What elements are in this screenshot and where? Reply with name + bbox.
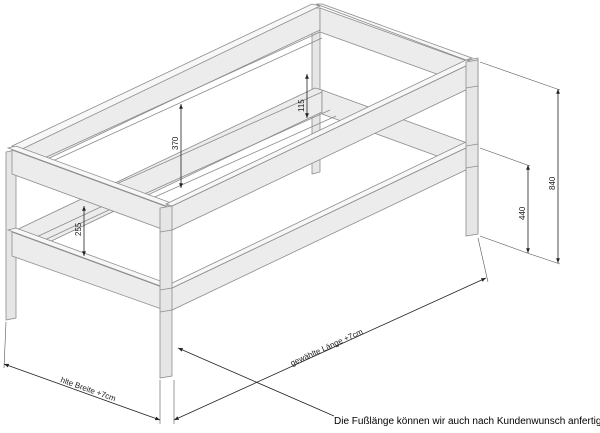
front-corner-post — [159, 205, 173, 379]
dimension-440-label: 440 — [518, 206, 527, 220]
dimension-115: 115 — [297, 74, 309, 118]
dimension-370-label: 370 — [171, 136, 180, 150]
dimension-840-label: 840 — [548, 176, 557, 190]
dimension-width-label: hlte Breite +7cm — [59, 375, 117, 403]
inner-slat-rails — [29, 31, 337, 245]
left-lower-rail — [6, 227, 176, 313]
right-top-rail — [315, 3, 474, 87]
dimension-255: 255 — [74, 206, 86, 256]
dimension-840: 840 — [479, 61, 561, 265]
note-leader: Die Fußlänge können wir auch nach Kunden… — [177, 347, 600, 427]
right-front-post — [465, 59, 479, 237]
dimension-370: 370 — [171, 104, 183, 188]
dimension-width: hlte Breite +7cm — [3, 321, 161, 424]
dimension-255-label: 255 — [74, 222, 83, 236]
back-top-rail — [11, 3, 322, 173]
dimension-115-label: 115 — [297, 99, 306, 112]
custom-length-note: Die Fußlänge können wir auch nach Kunden… — [334, 416, 600, 427]
dimension-440: 440 — [479, 147, 531, 255]
dimension-length-label: gewählte Länge +7cm — [289, 327, 364, 368]
